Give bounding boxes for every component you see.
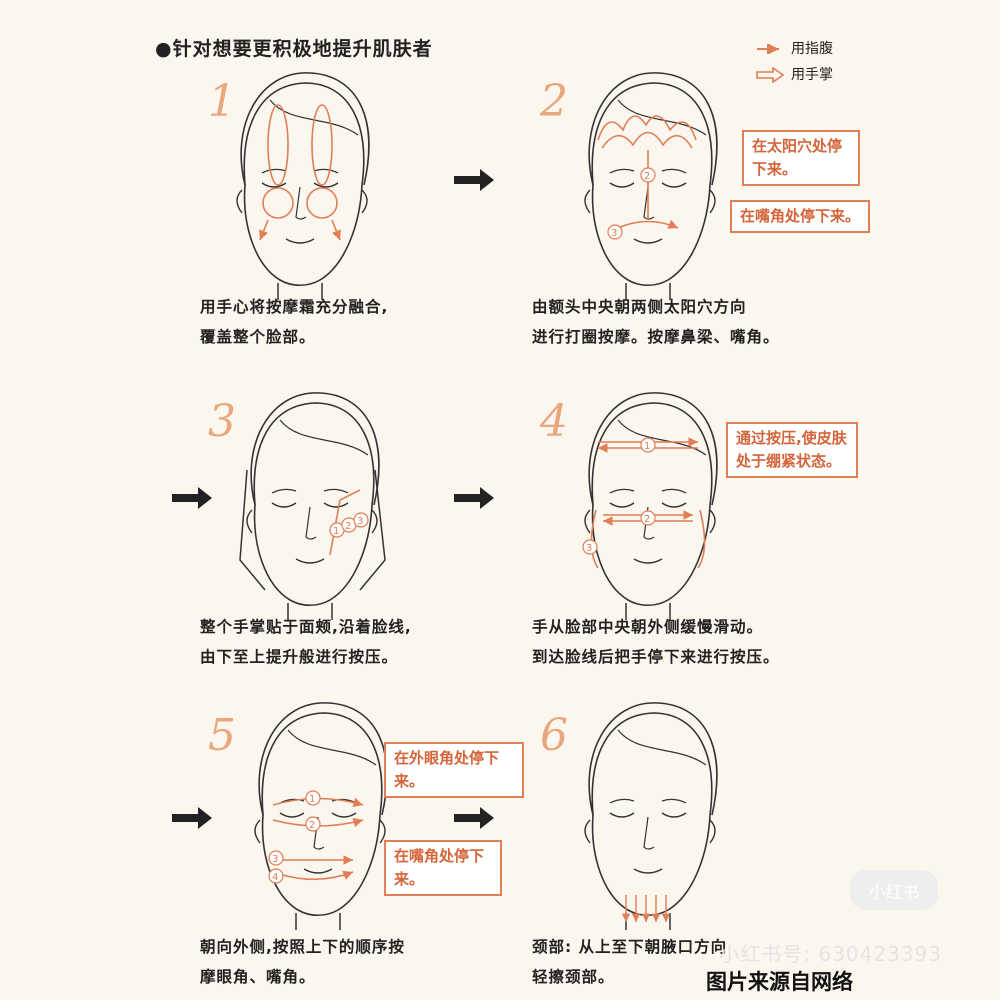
step-5-callout-eye: 在外眼角处停下来。 xyxy=(384,742,524,798)
step-2-caption-line1: 由额头中央朝两侧太阳穴方向 xyxy=(532,298,747,316)
step-3-caption-line1: 整个手掌贴于面颊,沿着脸线, xyxy=(200,618,412,636)
legend-fingertip-label: 用指腹 xyxy=(791,41,833,57)
arrow-right-icon xyxy=(454,169,494,191)
step-5-callout-mouth: 在嘴角处停下来。 xyxy=(384,840,502,896)
step-2-callout-mouth: 在嘴角处停下来。 xyxy=(730,200,871,233)
step-5-caption-line1: 朝向外侧,按照上下的顺序按 xyxy=(200,938,405,956)
step-4-face-illustration: 1 2 3 xyxy=(582,392,718,620)
step-6-face-illustration xyxy=(584,702,718,930)
legend-palm-label: 用手掌 xyxy=(791,67,833,83)
svg-text:2: 2 xyxy=(345,521,351,532)
step-3-caption: 整个手掌贴于面颊,沿着脸线, 由下至上提升般进行按压。 xyxy=(200,612,412,672)
fingertip-arrow-icon xyxy=(757,44,779,54)
step-2-number: 2 xyxy=(540,76,568,127)
legend-palm: 用手掌 xyxy=(755,62,833,88)
step-1-number: 1 xyxy=(208,76,236,127)
step-2-caption: 由额头中央朝两侧太阳穴方向 进行打圈按摩。按摩鼻梁、嘴角。 xyxy=(532,292,780,352)
step-5-number: 5 xyxy=(208,710,236,761)
step-3-face-illustration: 1 2 3 xyxy=(239,392,386,620)
arrow-right-icon xyxy=(172,807,212,829)
step-2-caption-line2: 进行打圈按摩。按摩鼻梁、嘴角。 xyxy=(532,328,780,346)
step-3-number: 3 xyxy=(208,396,236,447)
watermark-text: 小红书号: 630423393 xyxy=(719,942,942,966)
arrow-right-icon xyxy=(454,807,494,829)
step-4-caption-line1: 手从脸部中央朝外侧缓慢滑动。 xyxy=(532,618,764,636)
svg-text:2: 2 xyxy=(644,514,650,525)
step-5-caption-line2: 摩眼角、嘴角。 xyxy=(200,968,316,986)
step-4-number: 4 xyxy=(540,396,568,447)
palm-arrow-icon xyxy=(756,67,785,83)
page-title: ●针对想要更积极地提升肌肤者 xyxy=(155,38,433,60)
svg-text:2: 2 xyxy=(644,171,650,182)
svg-text:4: 4 xyxy=(272,872,278,883)
step-6-caption-line2: 轻擦颈部。 xyxy=(532,968,615,986)
svg-text:3: 3 xyxy=(611,228,617,239)
step-6-number: 6 xyxy=(540,710,568,761)
step-3-caption-line2: 由下至上提升般进行按压。 xyxy=(200,648,399,666)
arrow-right-icon xyxy=(172,487,212,509)
arrow-right-icon xyxy=(454,487,494,509)
step-1-face-illustration xyxy=(236,72,370,300)
step-5-face-illustration: 1 2 3 4 xyxy=(254,702,388,930)
svg-text:1: 1 xyxy=(309,794,315,805)
svg-text:1: 1 xyxy=(333,526,339,537)
step-4-caption: 手从脸部中央朝外侧缓慢滑动。 到达脸线后把手停下来进行按压。 xyxy=(532,612,780,672)
image-source-note: 图片来源自网络 xyxy=(706,970,853,994)
step-4-caption-line2: 到达脸线后把手停下来进行按压。 xyxy=(532,648,780,666)
step-6-caption-line1: 颈部: 从上至下朝腋口方向 xyxy=(532,938,728,956)
step-4-callout-press: 通过按压,使皮肤处于绷紧状态。 xyxy=(726,422,858,478)
step-1-caption-line2: 覆盖整个脸部。 xyxy=(200,328,316,346)
svg-text:3: 3 xyxy=(357,516,363,527)
svg-text:3: 3 xyxy=(586,543,592,554)
legend-fingertip: 用指腹 xyxy=(755,36,833,62)
legend: 用指腹 用手掌 xyxy=(755,36,833,88)
step-1-caption-line1: 用手心将按摩霜充分融合, xyxy=(200,298,389,316)
step-6-caption: 颈部: 从上至下朝腋口方向 轻擦颈部。 xyxy=(532,932,727,992)
svg-text:2: 2 xyxy=(309,820,315,831)
svg-text:1: 1 xyxy=(644,441,650,452)
xiaohongshu-logo-badge: 小红书 xyxy=(850,870,938,910)
step-5-caption: 朝向外侧,按照上下的顺序按 摩眼角、嘴角。 xyxy=(200,932,405,992)
step-1-caption: 用手心将按摩霜充分融合, 覆盖整个脸部。 xyxy=(200,292,388,352)
step-2-callout-temple: 在太阳穴处停下来。 xyxy=(742,130,860,186)
svg-text:3: 3 xyxy=(272,854,278,865)
step-2-face-illustration: 2 3 xyxy=(584,72,718,300)
